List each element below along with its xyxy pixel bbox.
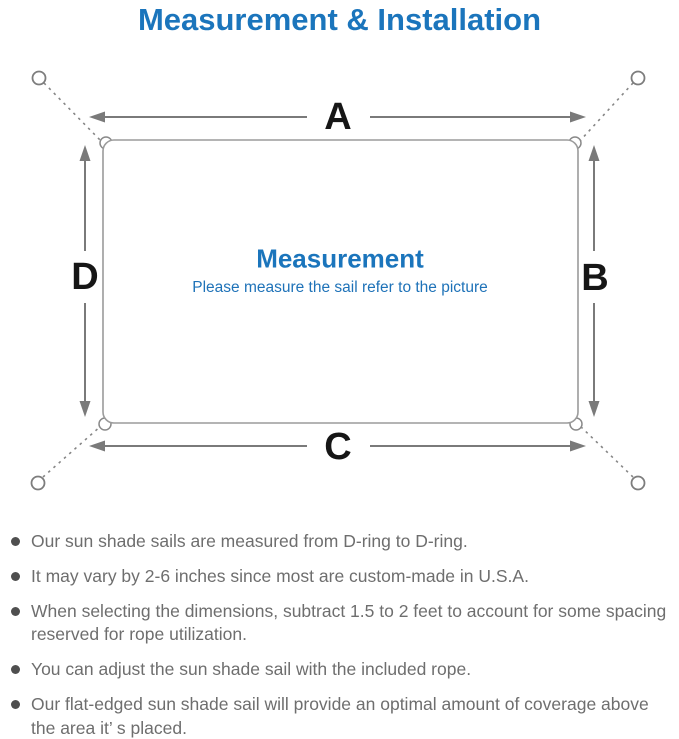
arrowhead-a-right-icon xyxy=(570,111,586,123)
tether-line-bottom-left xyxy=(42,424,103,478)
sail-center-title: Measurement xyxy=(256,243,424,274)
anchor-ring-icon-bottom-right xyxy=(630,475,646,491)
note-text: When selecting the dimensions, subtract … xyxy=(31,601,667,645)
note-text: Our sun shade sails are measured from D-… xyxy=(31,531,468,551)
list-item: You can adjust the sun shade sail with t… xyxy=(11,658,677,681)
arrowhead-d-up-icon xyxy=(79,145,91,161)
tether-line-top-left xyxy=(43,82,104,144)
bullet-dot-icon xyxy=(11,537,20,546)
note-text: Our flat-edged sun shade sail will provi… xyxy=(31,694,649,738)
dimension-label-d: D xyxy=(71,256,99,298)
dimension-a-arrow xyxy=(89,111,586,123)
anchor-rings xyxy=(30,70,646,491)
tether-lines xyxy=(42,82,634,478)
bullet-dot-icon xyxy=(11,700,20,710)
arrowhead-b-down-icon xyxy=(588,401,600,417)
note-text: You can adjust the sun shade sail with t… xyxy=(31,659,472,680)
bullet-dot-icon xyxy=(11,572,20,582)
list-item: It may vary by 2-6 inches since most are… xyxy=(11,565,677,588)
sail-outline xyxy=(102,139,579,424)
dimension-label-c: C xyxy=(324,426,352,468)
tether-line-bottom-right xyxy=(578,424,634,478)
dimension-d-arrow xyxy=(79,145,91,417)
notes-list: Our sun shade sails are measured from D-… xyxy=(11,530,677,739)
bullet-dot-icon xyxy=(11,607,20,617)
dimension-label-b: B xyxy=(581,257,609,299)
arrowhead-b-up-icon xyxy=(588,145,600,161)
list-item: Our sun shade sails are measured from D-… xyxy=(11,530,677,553)
dimension-label-a: A xyxy=(324,96,352,138)
dimension-c-arrow xyxy=(89,440,586,452)
dimension-b-arrow xyxy=(588,145,600,417)
bullet-dot-icon xyxy=(11,665,20,675)
list-item: Our flat-edged sun shade sail will provi… xyxy=(11,693,677,739)
sail-diagram-graphic xyxy=(30,70,646,491)
arrowhead-d-down-icon xyxy=(79,401,91,417)
list-item: When selecting the dimensions, subtract … xyxy=(11,600,677,646)
anchor-ring-icon-top-right xyxy=(630,70,646,86)
arrowhead-c-left-icon xyxy=(89,440,105,452)
note-text: It may vary by 2-6 inches since most are… xyxy=(31,566,529,587)
arrowhead-c-right-icon xyxy=(570,440,586,452)
sail-center-subtitle: Please measure the sail refer to the pic… xyxy=(192,279,488,296)
measurement-diagram: A B C D Measurement Please measure the s… xyxy=(0,60,679,510)
anchor-ring-icon-top-left xyxy=(31,70,47,86)
anchor-ring-icon-bottom-left xyxy=(30,475,46,491)
page-title: Measurement & Installation xyxy=(137,2,542,37)
arrowhead-a-left-icon xyxy=(89,111,105,123)
tether-line-top-right xyxy=(577,82,634,144)
